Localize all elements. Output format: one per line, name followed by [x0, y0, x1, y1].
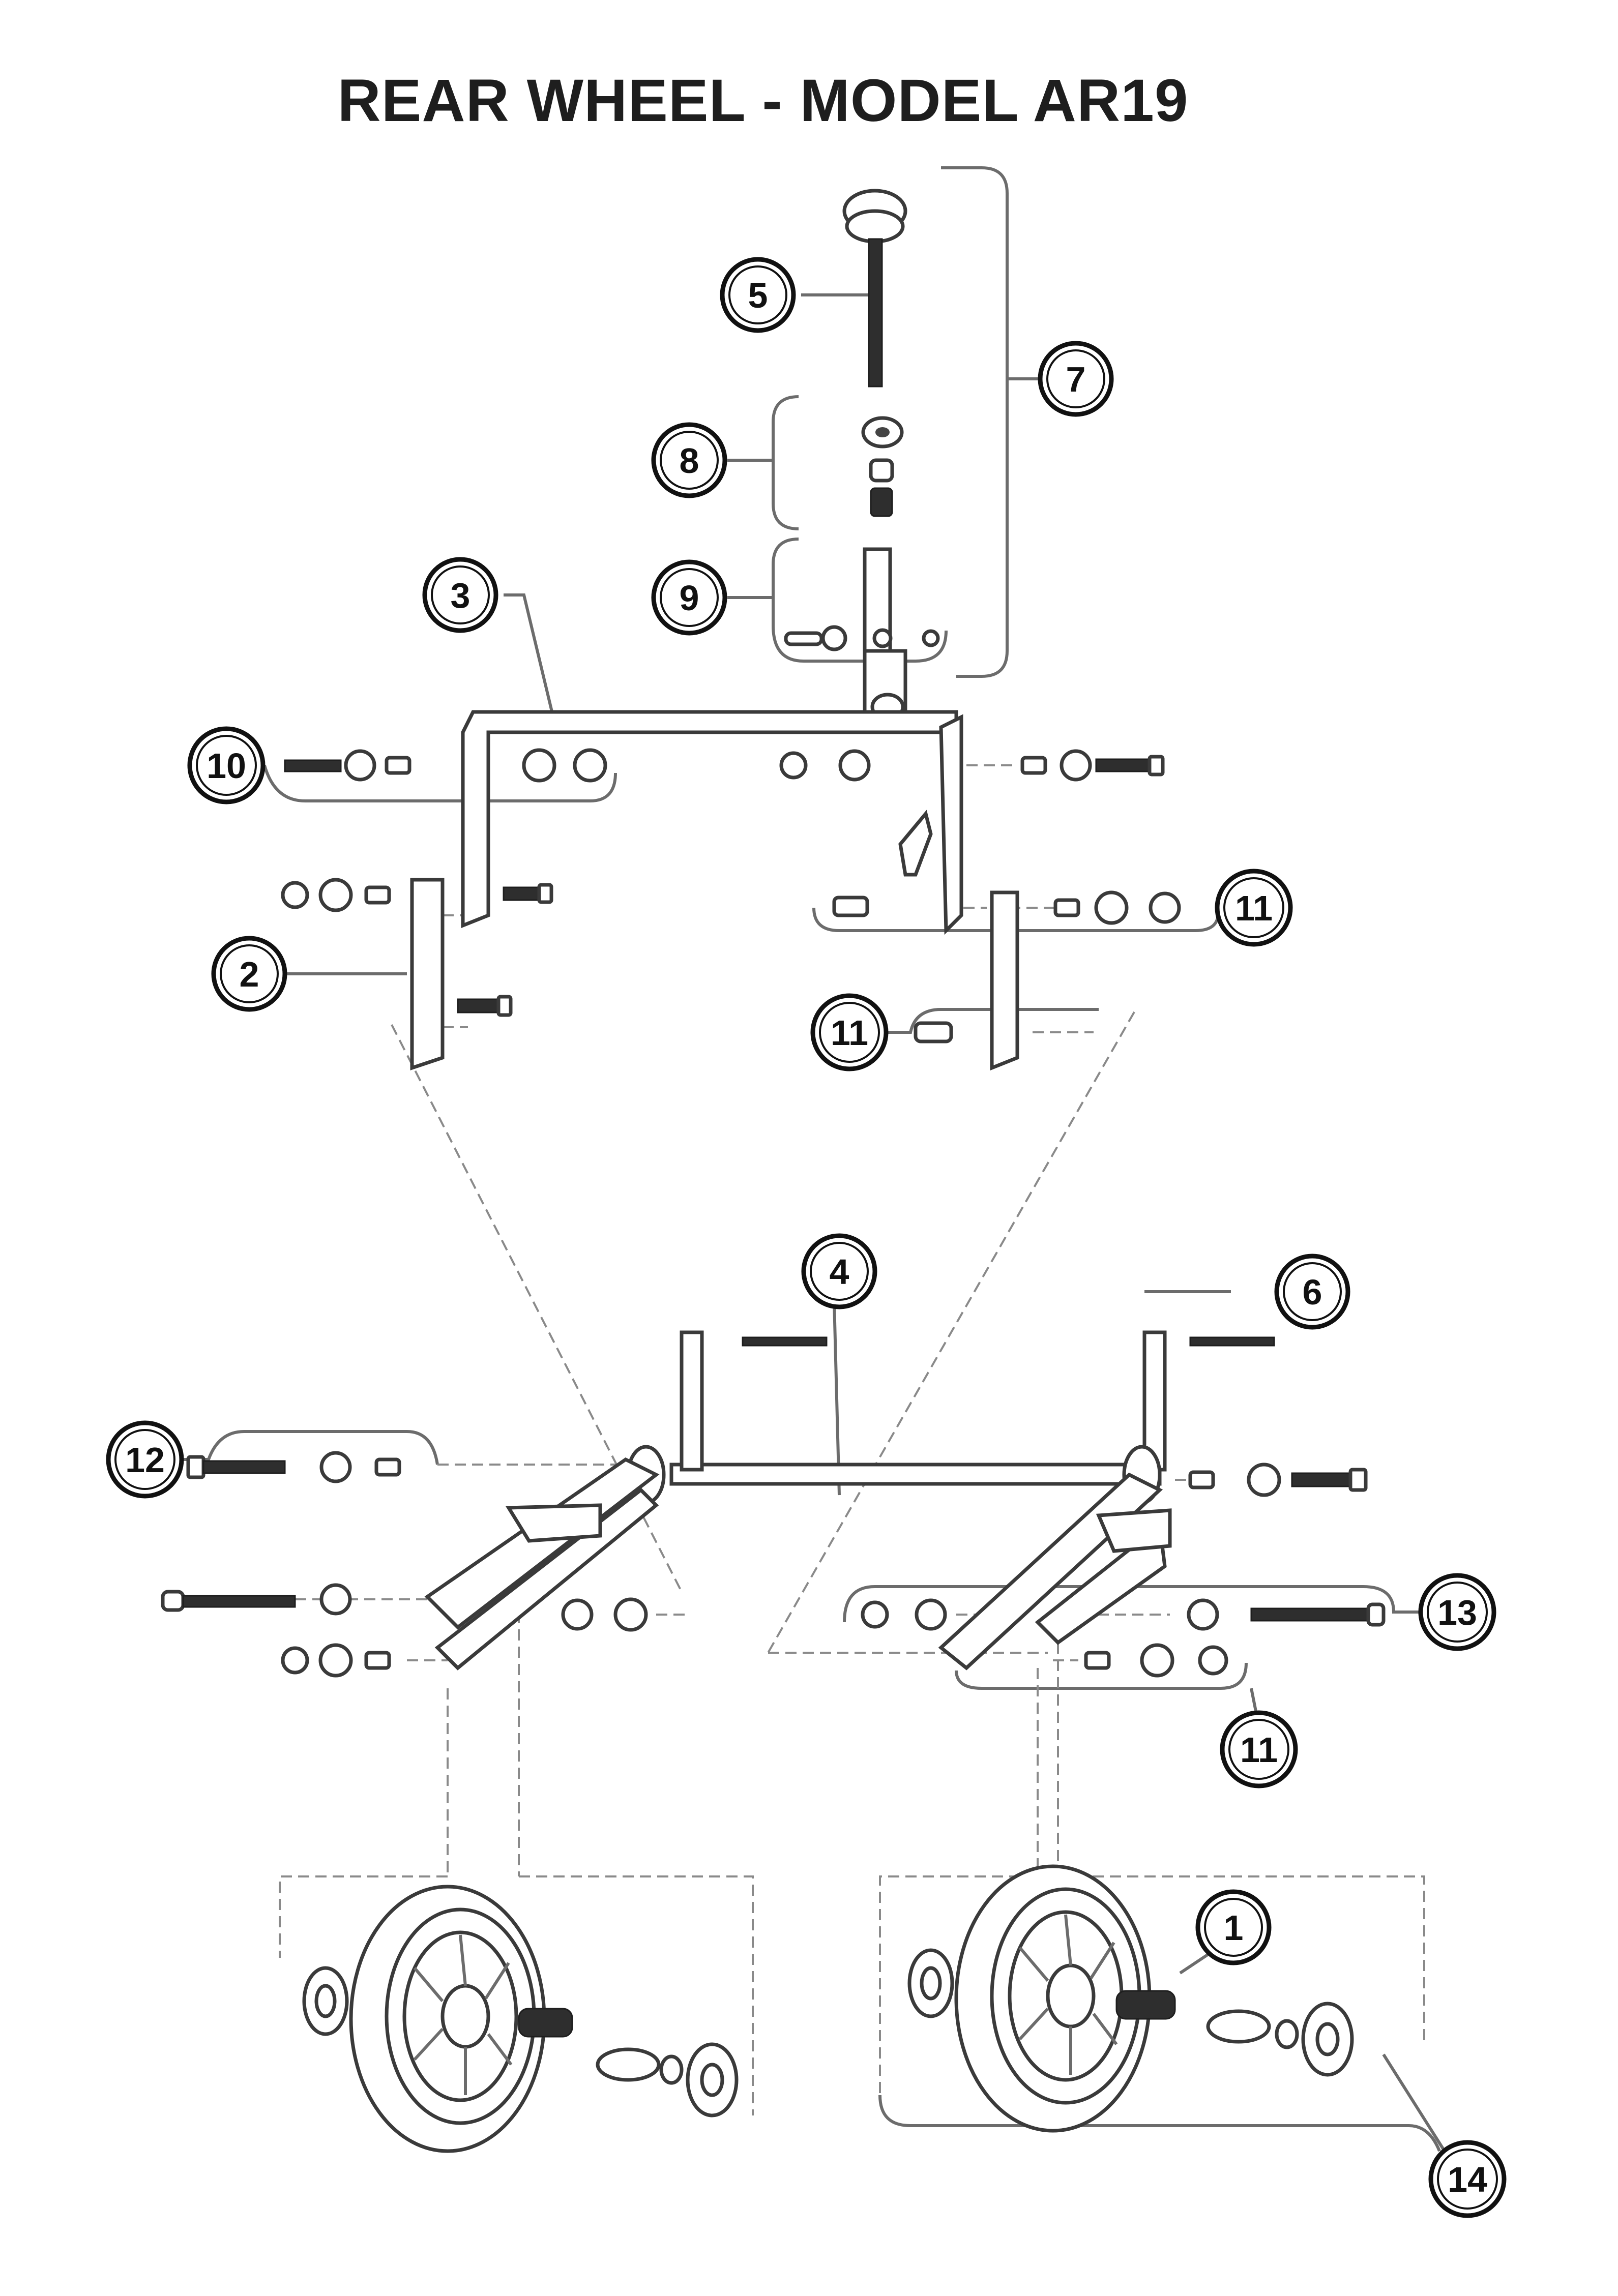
svg-text:6: 6	[1303, 1272, 1322, 1312]
callout-11-upper: 11	[1215, 869, 1293, 947]
top-knob-assembly	[784, 189, 940, 721]
callout-5: 5	[720, 257, 796, 333]
svg-text:5: 5	[748, 276, 768, 315]
svg-text:1: 1	[1224, 1908, 1244, 1948]
svg-text:8: 8	[680, 441, 699, 481]
callout-4: 4	[801, 1233, 877, 1309]
callout-9: 9	[651, 559, 727, 636]
upper-hardware	[281, 748, 1181, 1043]
svg-text:10: 10	[207, 746, 246, 786]
callout-10: 10	[187, 726, 266, 804]
svg-text:2: 2	[240, 955, 259, 994]
svg-text:11: 11	[1235, 888, 1273, 928]
svg-text:4: 4	[830, 1252, 849, 1292]
svg-text:11: 11	[1240, 1730, 1278, 1770]
diagram-title: REAR WHEEL - MODEL AR19	[337, 67, 1189, 134]
callout-8: 8	[651, 422, 727, 498]
right-wheel-assembly	[907, 1864, 1354, 2133]
svg-text:14: 14	[1448, 2160, 1487, 2199]
callout-3: 3	[422, 557, 498, 633]
callout-13: 13	[1418, 1573, 1496, 1651]
callout-14: 14	[1428, 2140, 1507, 2218]
svg-text:3: 3	[451, 576, 470, 615]
callout-7: 7	[1038, 341, 1114, 417]
callout-11-middle: 11	[810, 993, 889, 1071]
svg-text:9: 9	[680, 578, 699, 618]
svg-text:12: 12	[125, 1440, 165, 1480]
callout-12: 12	[106, 1420, 184, 1499]
left-wheel-assembly	[302, 1885, 739, 2153]
upper-frame	[410, 710, 1019, 1071]
lower-axle-frame	[424, 1330, 1275, 1671]
callout-2: 2	[211, 936, 287, 1012]
svg-text:13: 13	[1437, 1593, 1477, 1632]
callout-11-lower: 11	[1220, 1710, 1298, 1788]
leader-lines	[183, 166, 1446, 2152]
svg-text:11: 11	[831, 1013, 868, 1053]
lower-hardware	[161, 1451, 1386, 1678]
callout-6: 6	[1274, 1254, 1350, 1330]
callout-1: 1	[1195, 1889, 1272, 1965]
svg-text:7: 7	[1066, 360, 1086, 399]
